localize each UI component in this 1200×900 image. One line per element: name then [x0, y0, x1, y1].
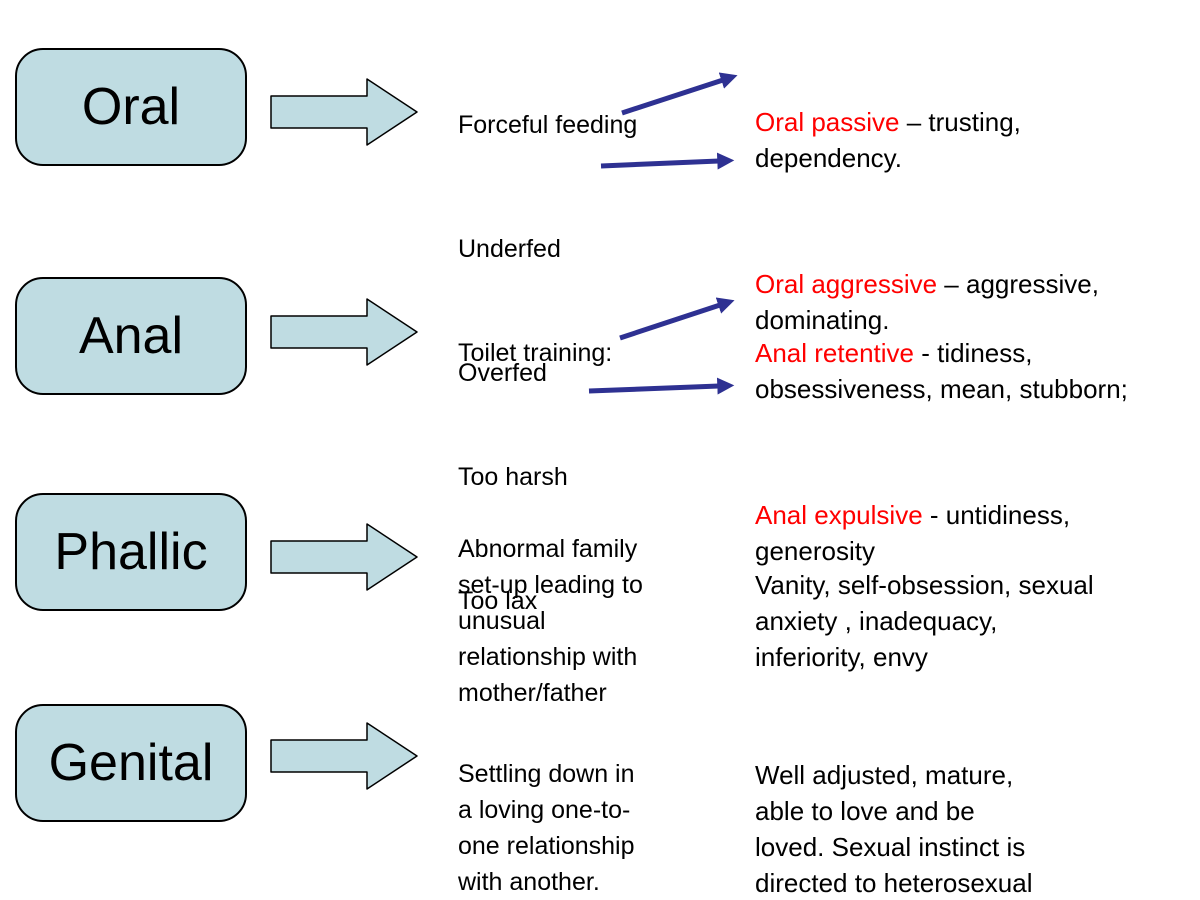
outcomes-oral: Oral passive – trusting, dependency. Ora…	[755, 32, 1200, 428]
outcomes-anal: Anal retentive - tidiness, obsessiveness…	[755, 263, 1200, 659]
causes-genital: Settling down in a loving one-to- one re…	[458, 684, 758, 900]
cause-text: Too harsh	[458, 463, 568, 491]
cause-text: Forceful feeding	[458, 111, 638, 139]
block-arrow-icon	[270, 298, 418, 366]
cause-text: Overfed	[458, 359, 547, 387]
outcomes-phallic: Vanity, self-obsession, sexual anxiety ,…	[755, 495, 1200, 765]
cause-text: Settling down in a loving one-to- one re…	[458, 760, 635, 896]
stage-label: Anal	[78, 307, 184, 365]
cause-text: Abnormal family set-up leading to unusua…	[458, 535, 643, 707]
outcome-text: Anal expulsive - untidiness, generosity	[755, 497, 1200, 569]
stage-box-phallic: Phallic	[15, 493, 247, 611]
outcome-term: Oral aggressive	[755, 269, 938, 299]
outcome-text: Well adjusted, mature, able to love and …	[755, 757, 1200, 900]
outcome-description: Well adjusted, mature, able to love and …	[755, 760, 1033, 898]
outcome-text: Anal retentive - tidiness, obsessiveness…	[755, 335, 1200, 407]
outcome-text: Oral passive – trusting, dependency.	[755, 104, 1200, 176]
stage-box-genital: Genital	[15, 704, 247, 822]
outcome-description: Vanity, self-obsession, sexual anxiety ,…	[755, 570, 1094, 672]
stage-box-anal: Anal	[15, 277, 247, 395]
causes-anal: Toilet training: Too harsh Too lax	[458, 263, 758, 707]
cause-text: Too lax	[458, 587, 538, 615]
causes-phallic: Abnormal family set-up leading to unusua…	[458, 459, 758, 799]
outcome-term: Anal retentive	[755, 338, 914, 368]
causes-oral: Forceful feeding Underfed Overfed	[458, 35, 758, 479]
stage-label: Oral	[81, 78, 181, 136]
outcome-description: – trusting, dependency.	[755, 107, 1021, 173]
stage-label: Genital	[48, 734, 214, 792]
stage-box-oral: Oral	[15, 48, 247, 166]
block-arrow-icon	[270, 722, 418, 790]
outcome-description: - tidiness, obsessiveness, mean, stubbor…	[755, 338, 1128, 404]
block-arrow-icon	[270, 78, 418, 146]
cause-text: Toilet training:	[458, 339, 613, 367]
stage-label: Phallic	[54, 523, 208, 581]
outcome-text: Oral aggressive – aggressive, dominating…	[755, 266, 1200, 338]
outcome-term: Anal expulsive	[755, 500, 923, 530]
cause-text: Underfed	[458, 235, 561, 263]
outcome-term: Oral passive	[755, 107, 900, 137]
block-arrow-icon	[270, 523, 418, 591]
outcome-description: - untidiness, generosity	[755, 500, 1071, 566]
outcome-text: Vanity, self-obsession, sexual anxiety ,…	[755, 567, 1200, 675]
outcome-description: – aggressive, dominating.	[755, 269, 1099, 335]
outcomes-genital: Well adjusted, mature, able to love and …	[755, 685, 1200, 900]
